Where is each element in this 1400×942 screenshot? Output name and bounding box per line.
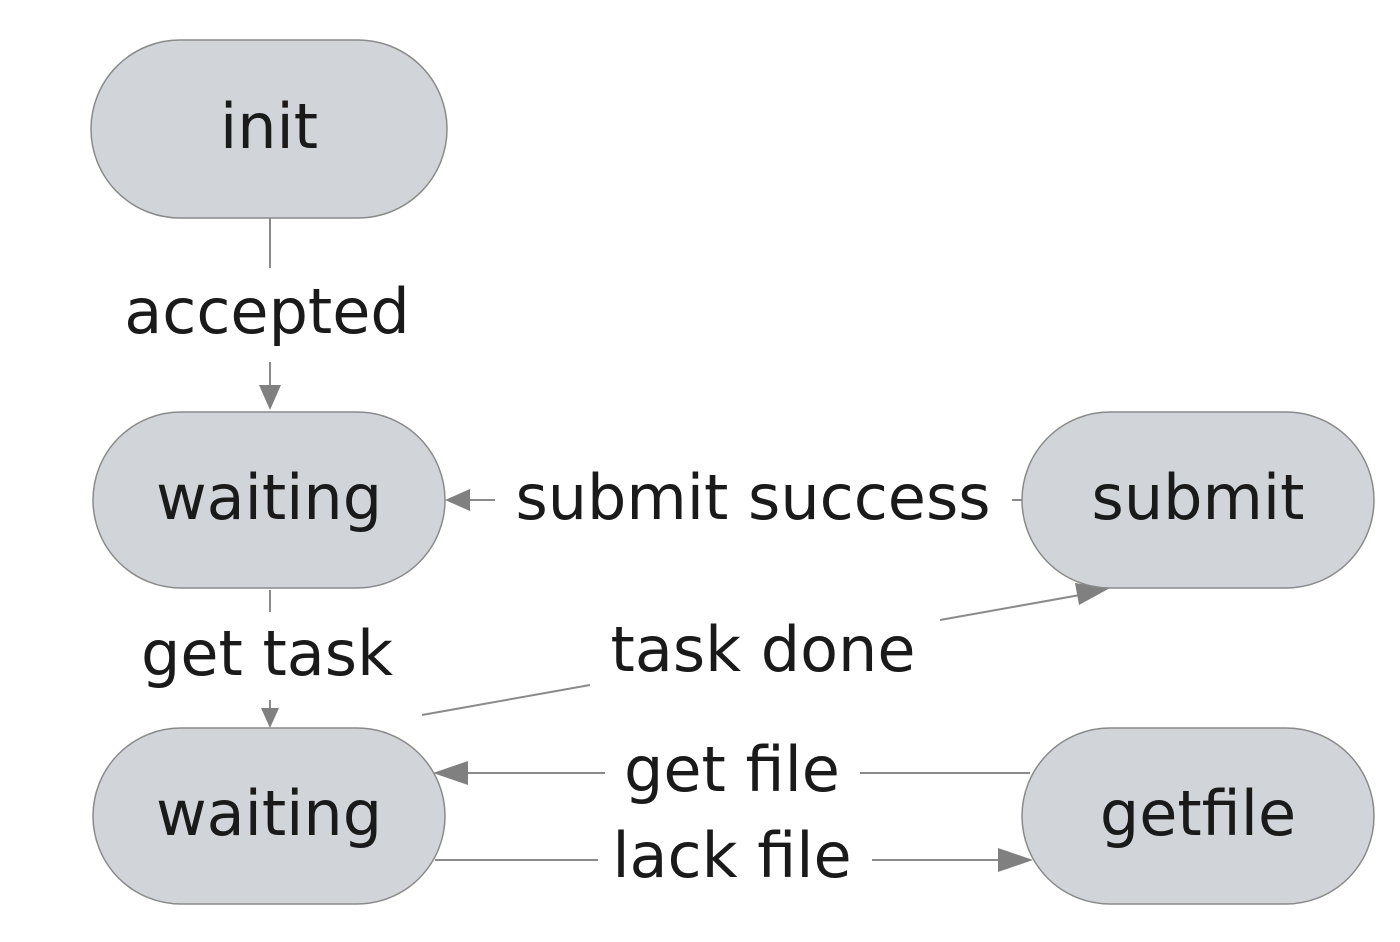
edge-accepted xyxy=(259,218,281,410)
edge-get-task-arrowhead xyxy=(261,708,279,728)
edge-label-get-task: get task xyxy=(141,617,393,690)
edge-task-done xyxy=(421,583,1110,716)
edge-task-done-line-right xyxy=(939,594,1081,621)
node-submit-shape xyxy=(1021,411,1375,589)
edge-task-done-line-left xyxy=(421,684,591,716)
node-waiting-top-label: waiting xyxy=(156,461,382,534)
edge-label-submit-success: submit success xyxy=(515,461,990,534)
edge-get-task xyxy=(261,590,279,728)
node-waiting-bottom-label: waiting xyxy=(156,777,382,850)
node-getfile-label: getfile xyxy=(1100,777,1296,850)
edge-accepted-arrowhead xyxy=(259,385,281,410)
edge-label-lack-file: lack file xyxy=(612,819,851,892)
edge-lack-file xyxy=(435,848,1033,872)
edge-label-get-file: get file xyxy=(624,733,840,806)
node-init-shape xyxy=(90,39,448,219)
edge-submit-success-arrowhead xyxy=(445,489,470,511)
node-submit: submit xyxy=(1021,411,1375,589)
edge-lack-file-arrowhead xyxy=(998,848,1033,872)
node-waiting-bottom-shape xyxy=(92,727,446,905)
node-waiting-top: waiting xyxy=(92,411,446,589)
node-getfile: getfile xyxy=(1021,727,1375,905)
node-waiting-top-shape xyxy=(92,411,446,589)
edge-get-file xyxy=(433,761,1030,785)
node-getfile-shape xyxy=(1021,727,1375,905)
node-init-label: init xyxy=(220,90,318,163)
edge-submit-success xyxy=(445,489,1022,511)
node-waiting-bottom: waiting xyxy=(92,727,446,905)
node-submit-label: submit xyxy=(1092,461,1305,534)
node-init: init xyxy=(90,39,448,219)
edge-label-task-done: task done xyxy=(611,613,916,686)
edge-label-accepted: accepted xyxy=(124,275,409,348)
edge-task-done-arrowhead xyxy=(1075,583,1110,605)
edge-get-file-arrowhead xyxy=(433,761,468,785)
